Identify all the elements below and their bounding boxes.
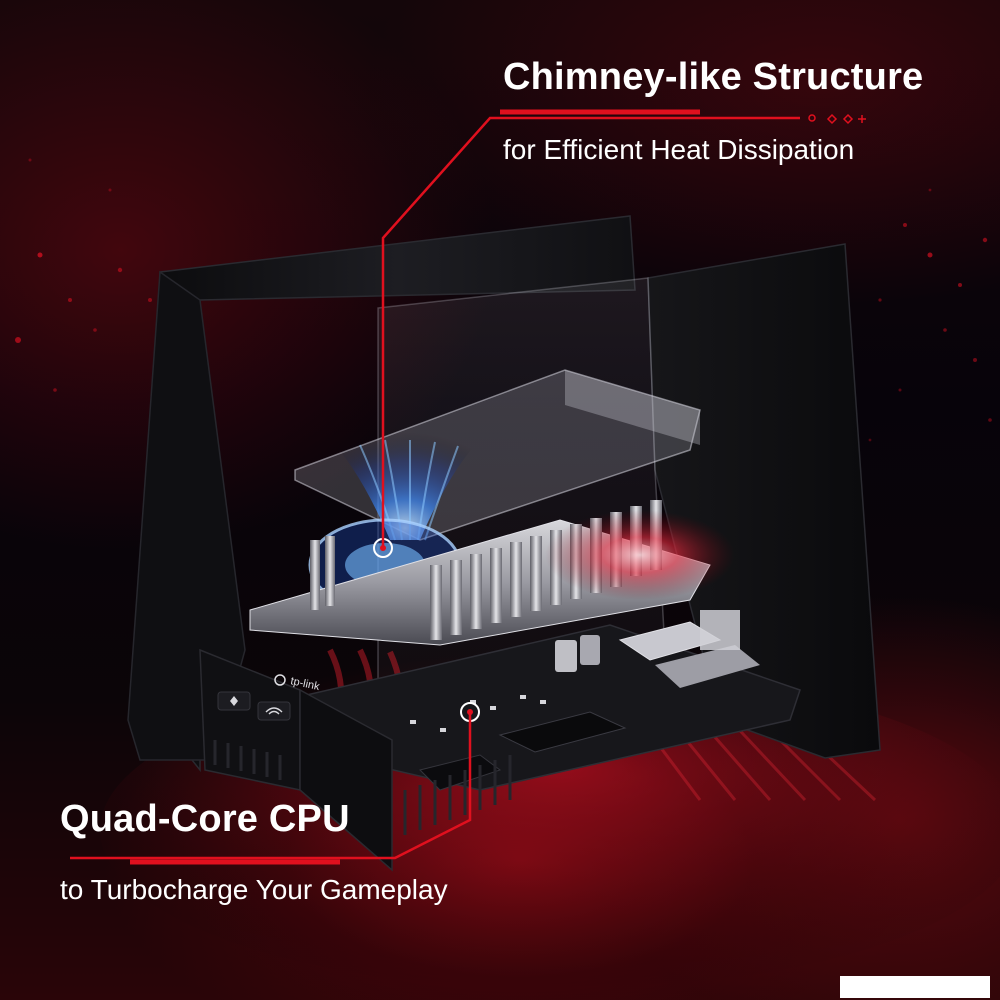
top-cover-plate-edge xyxy=(565,370,700,445)
chimney-callout-ornament xyxy=(808,113,866,125)
chimney-callout-line xyxy=(381,109,800,548)
heat-glow xyxy=(545,510,735,600)
cpu-callout-subtitle: to Turbocharge Your Gameplay xyxy=(60,874,448,905)
cpu-callout-line xyxy=(70,712,472,865)
corner-blank-box xyxy=(840,976,990,998)
background-particles xyxy=(15,158,992,442)
wifi-icon xyxy=(265,707,283,715)
cpu-callout-title: Quad-Core CPU xyxy=(60,798,350,840)
chimney-callout-subtitle: for Efficient Heat Dissipation xyxy=(503,134,855,165)
router-vents xyxy=(213,740,512,835)
router-front-corner xyxy=(299,688,393,872)
board-components xyxy=(410,610,760,791)
led-icon xyxy=(230,696,238,706)
airflow-streaks xyxy=(359,439,459,541)
tp-link-logo-icon xyxy=(274,674,286,686)
chimney-callout-title: Chimney-like Structure xyxy=(503,56,924,98)
blue-airflow xyxy=(330,420,480,540)
